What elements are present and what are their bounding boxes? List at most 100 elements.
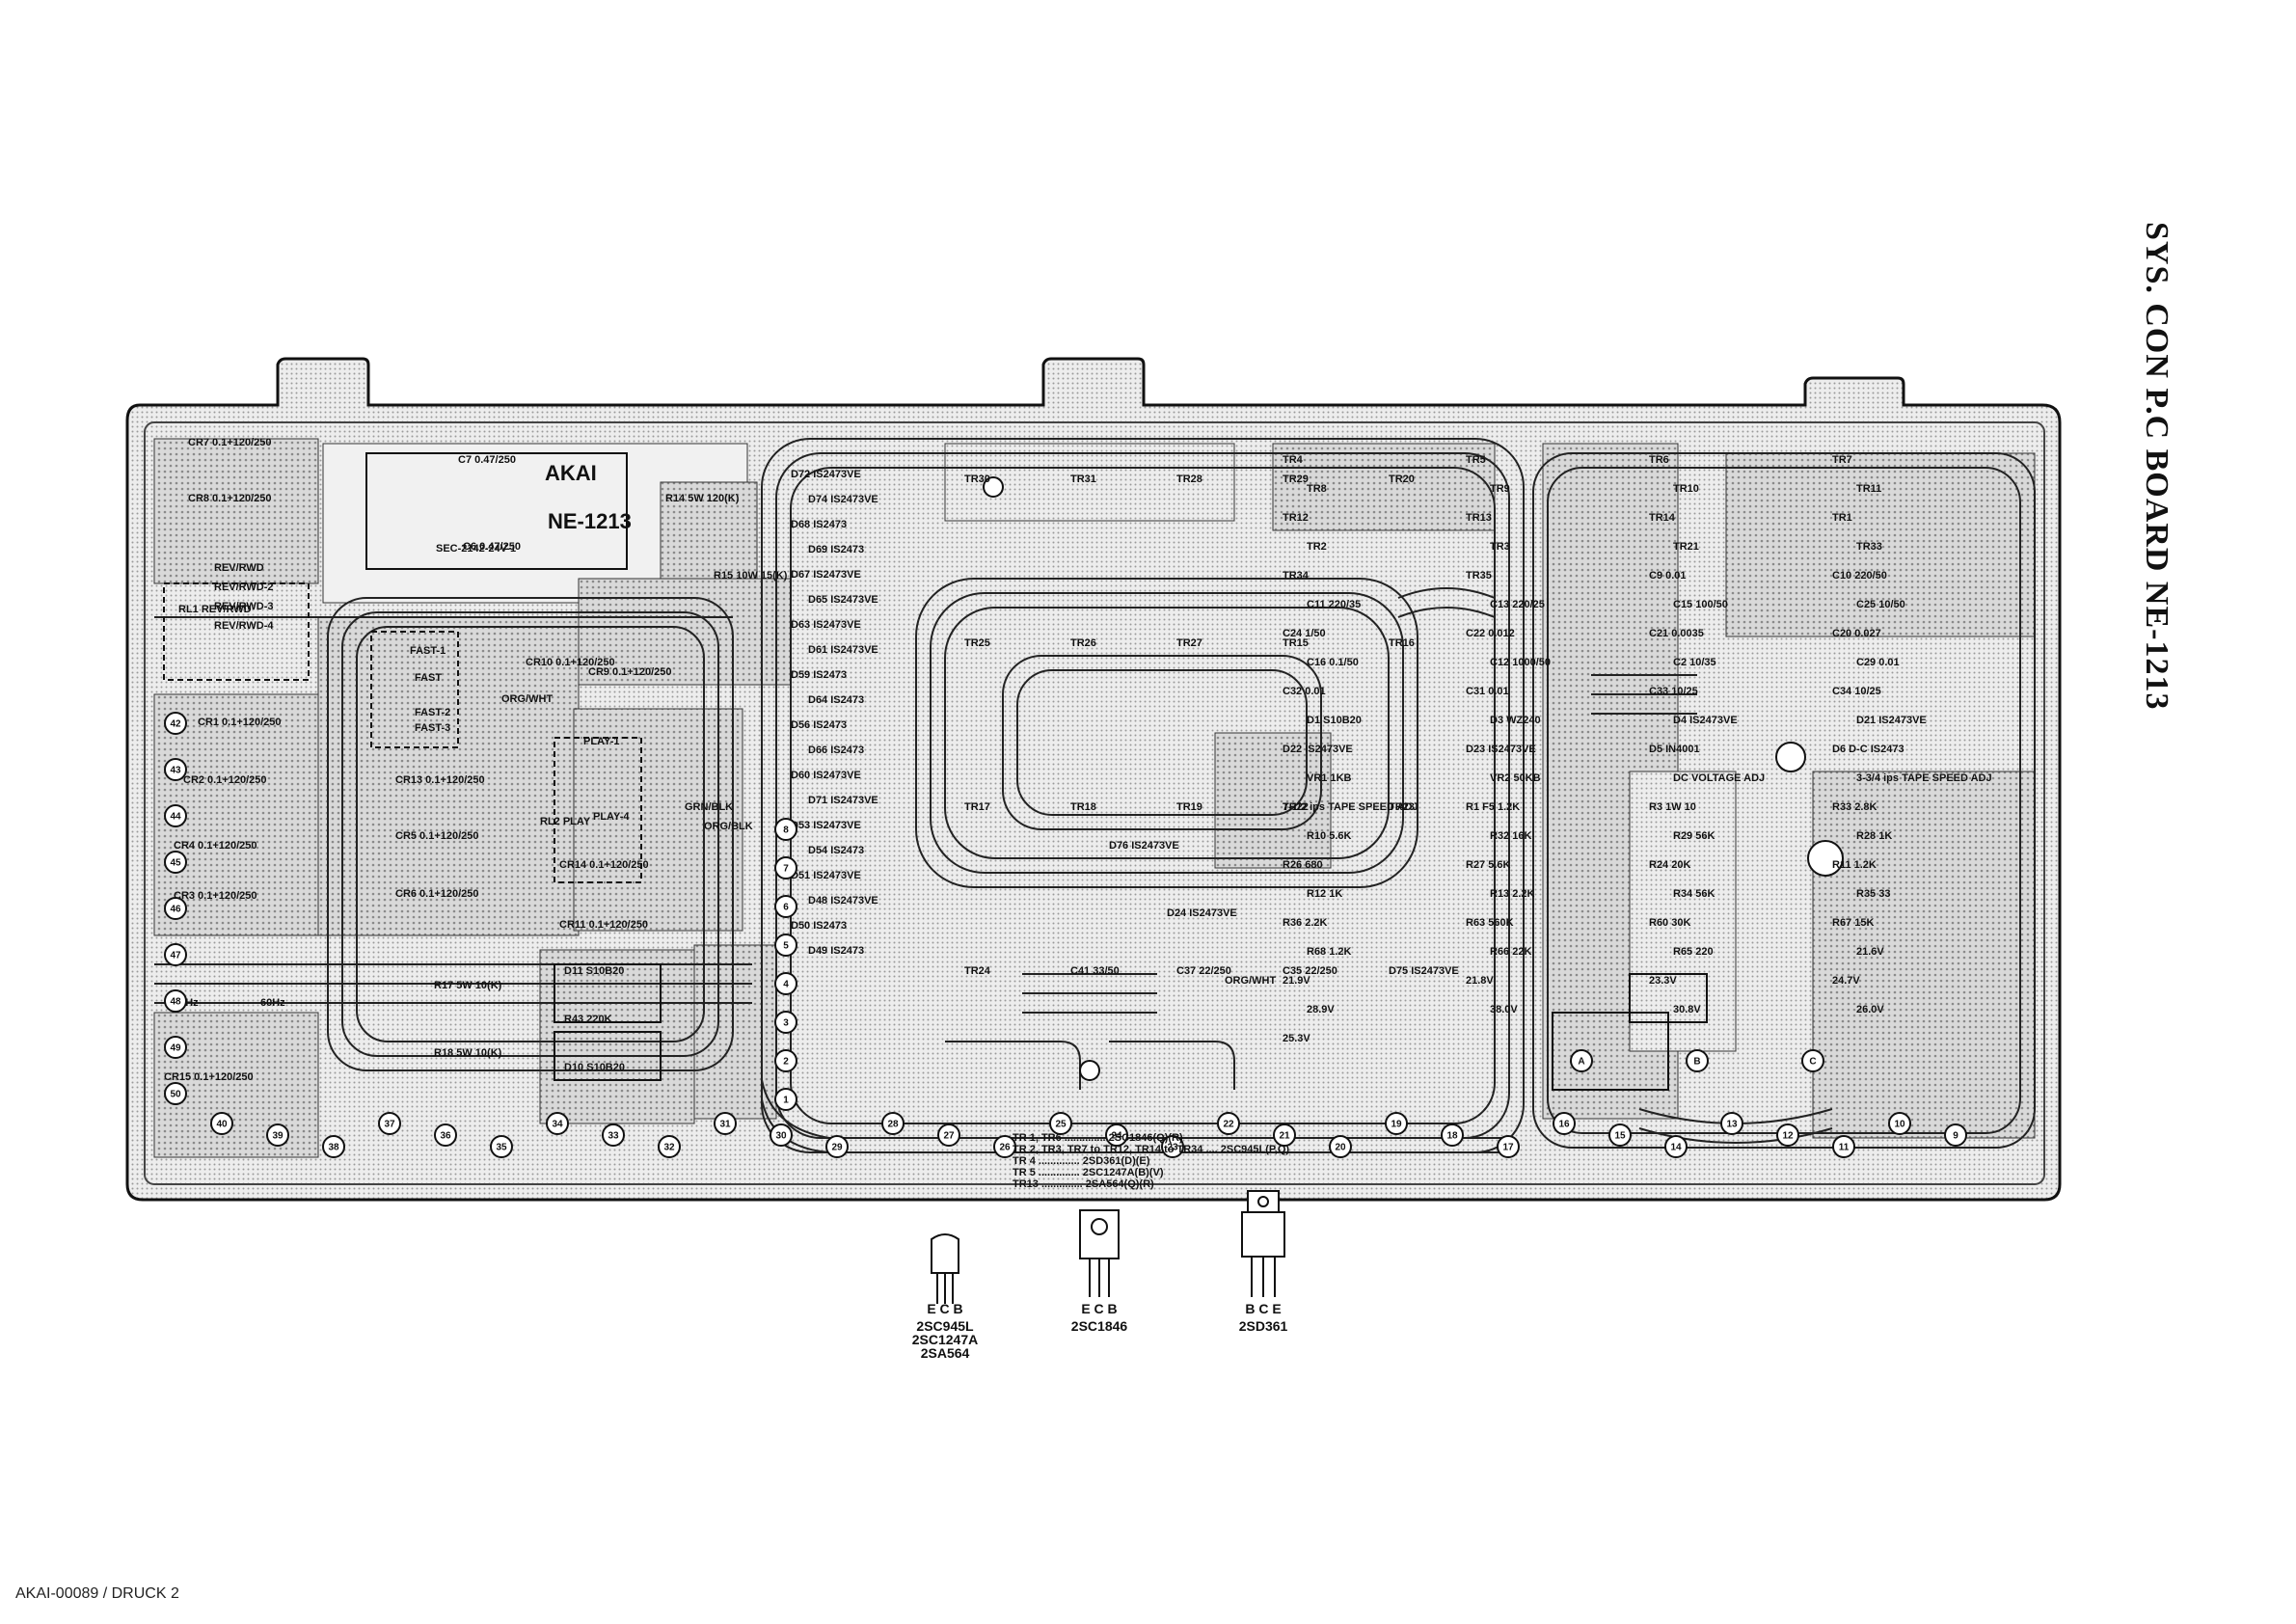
package-part-number: 2SC1247A <box>912 1332 979 1347</box>
pin-pad <box>164 804 187 827</box>
pin-pad <box>1161 1135 1184 1158</box>
pin-pad <box>1217 1112 1240 1135</box>
component-label: R26 680 <box>1283 859 1323 871</box>
pin-number: 20 <box>1335 1143 1346 1153</box>
component-label: TR17 <box>964 801 990 813</box>
pin-number: 17 <box>1502 1143 1514 1153</box>
pin-pad <box>164 989 187 1013</box>
pin-pad <box>164 851 187 874</box>
package-pinout: E C B <box>1081 1301 1117 1316</box>
component-label: CR10 0.1+120/250 <box>526 657 615 668</box>
component-label: CR9 0.1+120/250 <box>588 666 672 678</box>
component-label: C20 0.027 <box>1832 628 1881 639</box>
component-label: D59 IS2473 <box>791 669 847 681</box>
component-label: D24 IS2473VE <box>1167 907 1237 919</box>
component-label: CR3 0.1+120/250 <box>174 890 257 902</box>
component-label: TR18 <box>1070 801 1096 813</box>
pin-number: 16 <box>1558 1120 1570 1130</box>
component-label: RL1 REV/RWD <box>178 604 252 615</box>
component-label: D54 IS2473 <box>808 845 864 856</box>
component-label: D76 IS2473VE <box>1109 840 1179 852</box>
component-label: TR35 <box>1466 570 1492 582</box>
pin-number: 39 <box>272 1131 284 1142</box>
component-label: 3-3/4 ips TAPE SPEED ADJ <box>1856 772 1992 784</box>
component-label: D56 IS2473 <box>791 719 847 731</box>
component-label: TR23 <box>1389 801 1415 813</box>
pin-pad <box>937 1123 960 1147</box>
component-label: 25.3V <box>1283 1033 1310 1044</box>
component-label: GRN/BLK <box>685 801 733 813</box>
pin-number: 49 <box>170 1043 181 1054</box>
pin-pad <box>164 943 187 966</box>
pin-number: 43 <box>170 766 181 776</box>
mounting-hole <box>1807 840 1844 877</box>
pin-number: 28 <box>887 1120 899 1130</box>
pin-pad <box>1049 1112 1072 1135</box>
pin-pad <box>774 1049 797 1072</box>
pin-number: 22 <box>1223 1120 1234 1130</box>
component-label: C2 10/35 <box>1673 657 1716 668</box>
component-label: D53 IS2473VE <box>791 820 861 831</box>
component-label: D10 S10B20 <box>564 1062 625 1073</box>
component-label: ORG/WHT <box>1225 975 1276 987</box>
component-label: TR31 <box>1070 474 1096 485</box>
pin-pad <box>774 972 797 995</box>
pin-number: 25 <box>1055 1120 1067 1130</box>
component-label: R12 1K <box>1307 888 1342 900</box>
pin-pad <box>714 1112 737 1135</box>
pin-pad <box>770 1123 793 1147</box>
transistor-note-line: TR 4 .............. 2SD361(D)(E) <box>1013 1155 1150 1167</box>
pin-number: A <box>1578 1057 1584 1068</box>
pin-number: 37 <box>384 1120 395 1130</box>
component-label: C16 0.1/50 <box>1307 657 1359 668</box>
pin-pad <box>164 712 187 735</box>
component-label: D1 S10B20 <box>1307 715 1362 726</box>
pin-number: 18 <box>1446 1131 1458 1142</box>
component-label: D11 S10B20 <box>564 965 624 977</box>
pin-pad <box>1888 1112 1911 1135</box>
pin-pad <box>266 1123 289 1147</box>
component-label: 21.9V <box>1283 975 1310 987</box>
pin-pad <box>993 1135 1016 1158</box>
component-label: D22 IS2473VE <box>1283 744 1353 755</box>
component-label: CR5 0.1+120/250 <box>395 830 479 842</box>
component-label: C21 0.0035 <box>1649 628 1704 639</box>
component-label: 23.3V <box>1649 975 1677 987</box>
component-label: REV/RWD-2 <box>214 582 274 593</box>
component-label: FAST-2 <box>415 707 450 718</box>
component-label: DC VOLTAGE ADJ <box>1673 772 1765 784</box>
pin-pad <box>490 1135 513 1158</box>
component-label: CR15 0.1+120/250 <box>164 1071 254 1083</box>
pin-number: 27 <box>943 1131 955 1142</box>
pin-pad <box>164 1036 187 1059</box>
component-label: TR22 <box>1283 801 1309 813</box>
pin-number: 5 <box>783 941 789 952</box>
component-label: D48 IS2473VE <box>808 895 878 907</box>
component-label: TR20 <box>1389 474 1415 485</box>
component-label: TR4 <box>1283 454 1304 466</box>
component-label: TR13 <box>1466 512 1492 524</box>
pin-pad <box>1664 1135 1688 1158</box>
component-label: CR2 0.1+120/250 <box>183 774 267 786</box>
pin-number: 35 <box>496 1143 507 1153</box>
component-label: R24 20K <box>1649 859 1690 871</box>
pin-pad <box>1776 1123 1799 1147</box>
transistor-package <box>1241 1190 1285 1297</box>
component-label: D3 WZ240 <box>1490 715 1541 726</box>
pin-number: 32 <box>663 1143 675 1153</box>
component-label: 30.8V <box>1673 1004 1701 1015</box>
component-label: C10 220/50 <box>1832 570 1887 582</box>
component-label: R35 33 <box>1856 888 1890 900</box>
component-label: 38.0V <box>1490 1004 1518 1015</box>
component-label: D60 IS2473VE <box>791 770 861 781</box>
component-label: TR29 <box>1283 474 1309 485</box>
transistor-note-line: TR13 .............. 2SA564(Q)(R) <box>1013 1178 1154 1190</box>
component-label: C11 220/35 <box>1307 599 1361 610</box>
pin-number: 30 <box>775 1131 787 1142</box>
component-label: D69 IS2473 <box>808 544 864 555</box>
pin-number: 13 <box>1726 1120 1738 1130</box>
pin-pad <box>602 1123 625 1147</box>
component-label: TR8 <box>1307 483 1327 495</box>
pin-number: 33 <box>608 1131 619 1142</box>
